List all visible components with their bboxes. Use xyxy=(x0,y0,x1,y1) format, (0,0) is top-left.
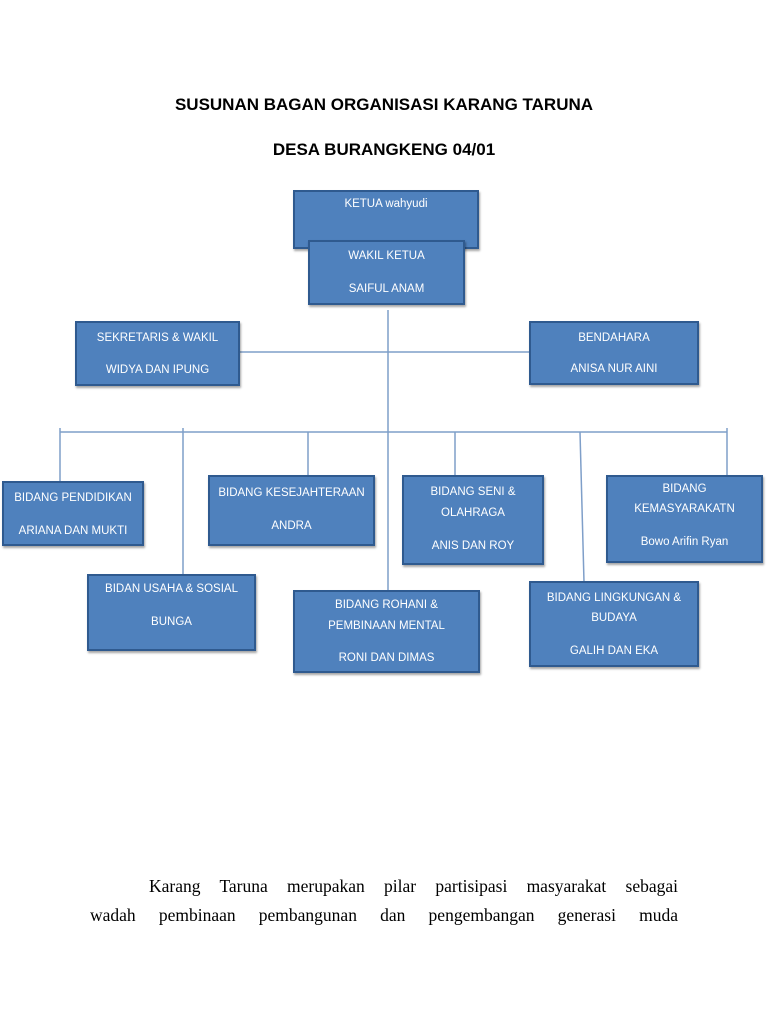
lingkungan-title-2: BUDAYA xyxy=(591,612,637,624)
lingkungan-title-1: BIDANG LINGKUNGAN & xyxy=(546,592,682,604)
document-subtitle: DESA BURANGKENG 04/01 xyxy=(272,140,496,159)
wakil-ketua-name: SAIFUL ANAM xyxy=(348,283,425,295)
seni-title-1: BIDANG SENI & xyxy=(430,486,516,498)
pendidikan-name: ARIANA DAN MUKTI xyxy=(18,525,128,537)
paragraph-line-1: Karang Taruna merupakan pilar partisipas… xyxy=(149,876,678,896)
box-bidang-rohani: BIDANG ROHANI & PEMBINAAN MENTAL RONI DA… xyxy=(293,590,480,673)
box-bidang-kesejahteraan: BIDANG KESEJAHTERAAN ANDRA xyxy=(208,475,375,546)
box-bidang-pendidikan: BIDANG PENDIDIKAN ARIANA DAN MUKTI xyxy=(2,481,144,546)
box-bidang-lingkungan: BIDANG LINGKUNGAN & BUDAYA GALIH DAN EKA xyxy=(529,581,699,667)
bendahara-name: ANISA NUR AINI xyxy=(570,363,658,375)
box-bendahara: BENDAHARA ANISA NUR AINI xyxy=(529,321,699,385)
box-sekretaris: SEKRETARIS & WAKIL WIDYA DAN IPUNG xyxy=(75,321,240,386)
body-paragraph: Karang Taruna merupakan pilar partisipas… xyxy=(90,872,678,930)
ketua-label: KETUA wahyudi xyxy=(344,198,428,210)
kesejahteraan-title: BIDANG KESEJAHTERAAN xyxy=(218,487,365,499)
wakil-ketua-title: WAKIL KETUA xyxy=(348,250,425,262)
seni-name: ANIS DAN ROY xyxy=(431,540,515,552)
box-bidan-usaha: BIDAN USAHA & SOSIAL BUNGA xyxy=(87,574,256,651)
rohani-name: RONI DAN DIMAS xyxy=(338,652,435,664)
kesejahteraan-name: ANDRA xyxy=(271,520,312,532)
box-ketua: KETUA wahyudi xyxy=(293,190,479,249)
kemasyarakatan-title-2: KEMASYARAKATN xyxy=(634,503,735,515)
kemasyarakatan-name: Bowo Arifin Ryan xyxy=(640,536,729,548)
pendidikan-title: BIDANG PENDIDIKAN xyxy=(14,492,132,504)
paragraph-line-2: wadah pembinaan pembangunan dan pengemba… xyxy=(90,905,678,925)
sekretaris-title: SEKRETARIS & WAKIL xyxy=(96,332,219,344)
rohani-title-1: BIDANG ROHANI & xyxy=(335,599,438,611)
document-title: SUSUNAN BAGAN ORGANISASI KARANG TARUNA xyxy=(174,95,594,114)
box-bidang-seni: BIDANG SENI & OLAHRAGA ANIS DAN ROY xyxy=(402,475,544,565)
usaha-title: BIDAN USAHA & SOSIAL xyxy=(105,583,238,595)
box-bidang-kemasyarakatan: BIDANG KEMASYARAKATN Bowo Arifin Ryan xyxy=(606,475,763,563)
lingkungan-name: GALIH DAN EKA xyxy=(569,645,659,657)
connector-drop-lingkungan xyxy=(579,431,585,583)
usaha-name: BUNGA xyxy=(151,616,192,628)
rohani-title-2: PEMBINAAN MENTAL xyxy=(328,620,445,632)
kemasyarakatan-title-1: BIDANG xyxy=(662,483,707,495)
sekretaris-name: WIDYA DAN IPUNG xyxy=(105,364,210,376)
box-wakil-ketua: WAKIL KETUA SAIFUL ANAM xyxy=(308,240,465,305)
seni-title-2: OLAHRAGA xyxy=(441,507,505,519)
bendahara-title: BENDAHARA xyxy=(578,332,650,344)
